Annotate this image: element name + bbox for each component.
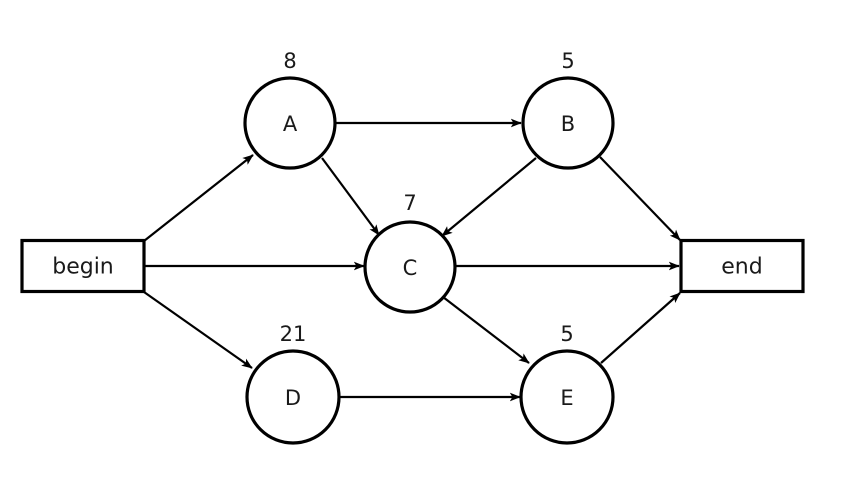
- terminal-end-label: end: [721, 255, 762, 280]
- edge-begin-D: [143, 291, 253, 369]
- node-D-weight: 21: [280, 322, 307, 346]
- node-A-weight: 8: [283, 49, 296, 73]
- edge-B-end: [599, 156, 681, 241]
- node-A-label: A: [283, 112, 298, 136]
- node-D-circle[interactable]: [245, 349, 341, 445]
- node-D-label: D: [285, 386, 301, 410]
- node-D[interactable]: D 21: [245, 322, 341, 445]
- node-B-weight: 5: [561, 49, 574, 73]
- edge-B-C: [441, 157, 537, 237]
- terminal-end[interactable]: end: [679, 238, 805, 294]
- terminal-begin-box[interactable]: [20, 238, 146, 294]
- node-B-label: B: [561, 112, 575, 136]
- edge-A-C: [321, 157, 380, 236]
- edge-E-end: [600, 292, 681, 364]
- node-E-circle[interactable]: [519, 349, 615, 445]
- edge-begin-A: [143, 154, 254, 242]
- edge-C-E: [442, 296, 530, 364]
- node-E[interactable]: E 5: [519, 322, 615, 445]
- node-C-label: C: [403, 256, 418, 280]
- node-E-weight: 5: [560, 322, 573, 346]
- node-B[interactable]: B 5: [521, 49, 615, 170]
- node-A-circle[interactable]: [243, 76, 337, 170]
- node-C[interactable]: C 7: [363, 191, 457, 314]
- node-C-circle[interactable]: [363, 220, 457, 314]
- node-C-weight: 7: [403, 191, 416, 215]
- edge-group: [143, 118, 681, 402]
- node-E-label: E: [560, 386, 573, 410]
- node-B-circle[interactable]: [521, 76, 615, 170]
- terminal-end-box[interactable]: [679, 238, 805, 294]
- terminal-begin-label: begin: [52, 255, 114, 280]
- terminal-begin[interactable]: begin: [20, 238, 146, 294]
- node-A[interactable]: A 8: [243, 49, 337, 170]
